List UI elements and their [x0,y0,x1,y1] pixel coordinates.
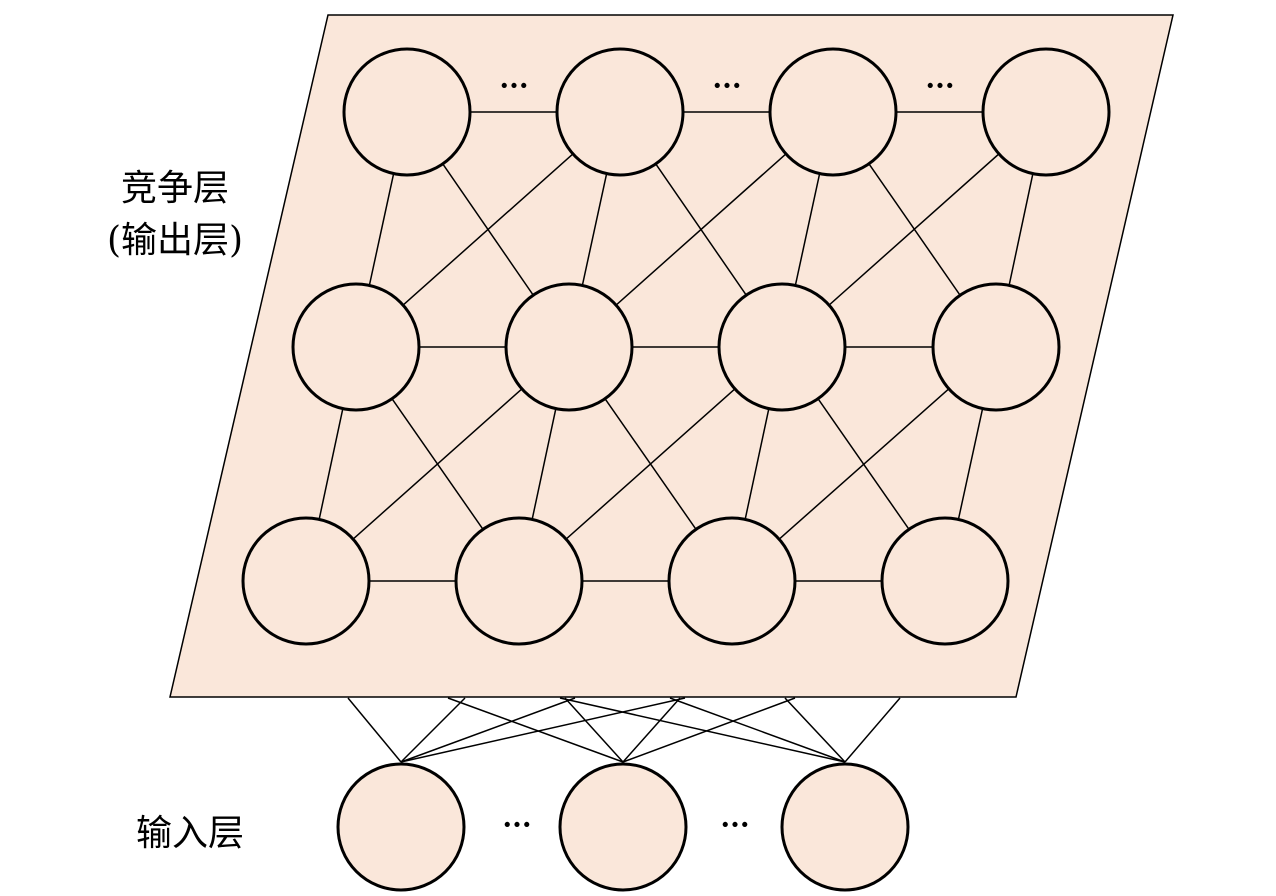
output-neuron [291,282,421,412]
output-neuron [768,47,898,177]
top-row-ellipsis: ··· [712,69,741,102]
input-neuron [780,762,910,892]
output-neuron [504,282,634,412]
input-neuron [558,762,688,892]
input-connection [400,697,686,763]
input-row-ellipsis: ··· [720,808,749,841]
input-connection [347,697,402,763]
top-row-ellipsis: ··· [499,69,528,102]
output-neuron [555,47,685,177]
input-connection [447,697,624,763]
output-layer-label: (输出层) [107,220,243,261]
input-connection [564,697,624,763]
input-layer-label: 输入层 [136,813,244,854]
input-connection [669,697,846,763]
input-layer-neurons [336,762,910,892]
input-neuron [336,762,466,892]
input-connection [559,697,846,763]
input-to-competitive-connections [347,697,901,763]
output-neuron [241,516,371,646]
input-connection [400,697,576,763]
output-neuron [880,516,1010,646]
output-neuron [342,47,472,177]
output-neuron [931,282,1061,412]
output-neuron [717,282,847,412]
input-row-ellipsis: ··· [502,808,531,841]
input-connection [784,697,846,763]
input-connection [622,697,681,763]
output-neuron [981,47,1111,177]
competitive-layer-neurons [241,47,1111,646]
output-neuron [667,516,797,646]
top-row-ellipsis: ··· [925,69,954,102]
competitive-layer-label: 竞争层 [121,168,229,209]
input-connection [844,697,901,763]
output-neuron [454,516,584,646]
input-connection [400,697,466,763]
input-connection [622,697,796,763]
